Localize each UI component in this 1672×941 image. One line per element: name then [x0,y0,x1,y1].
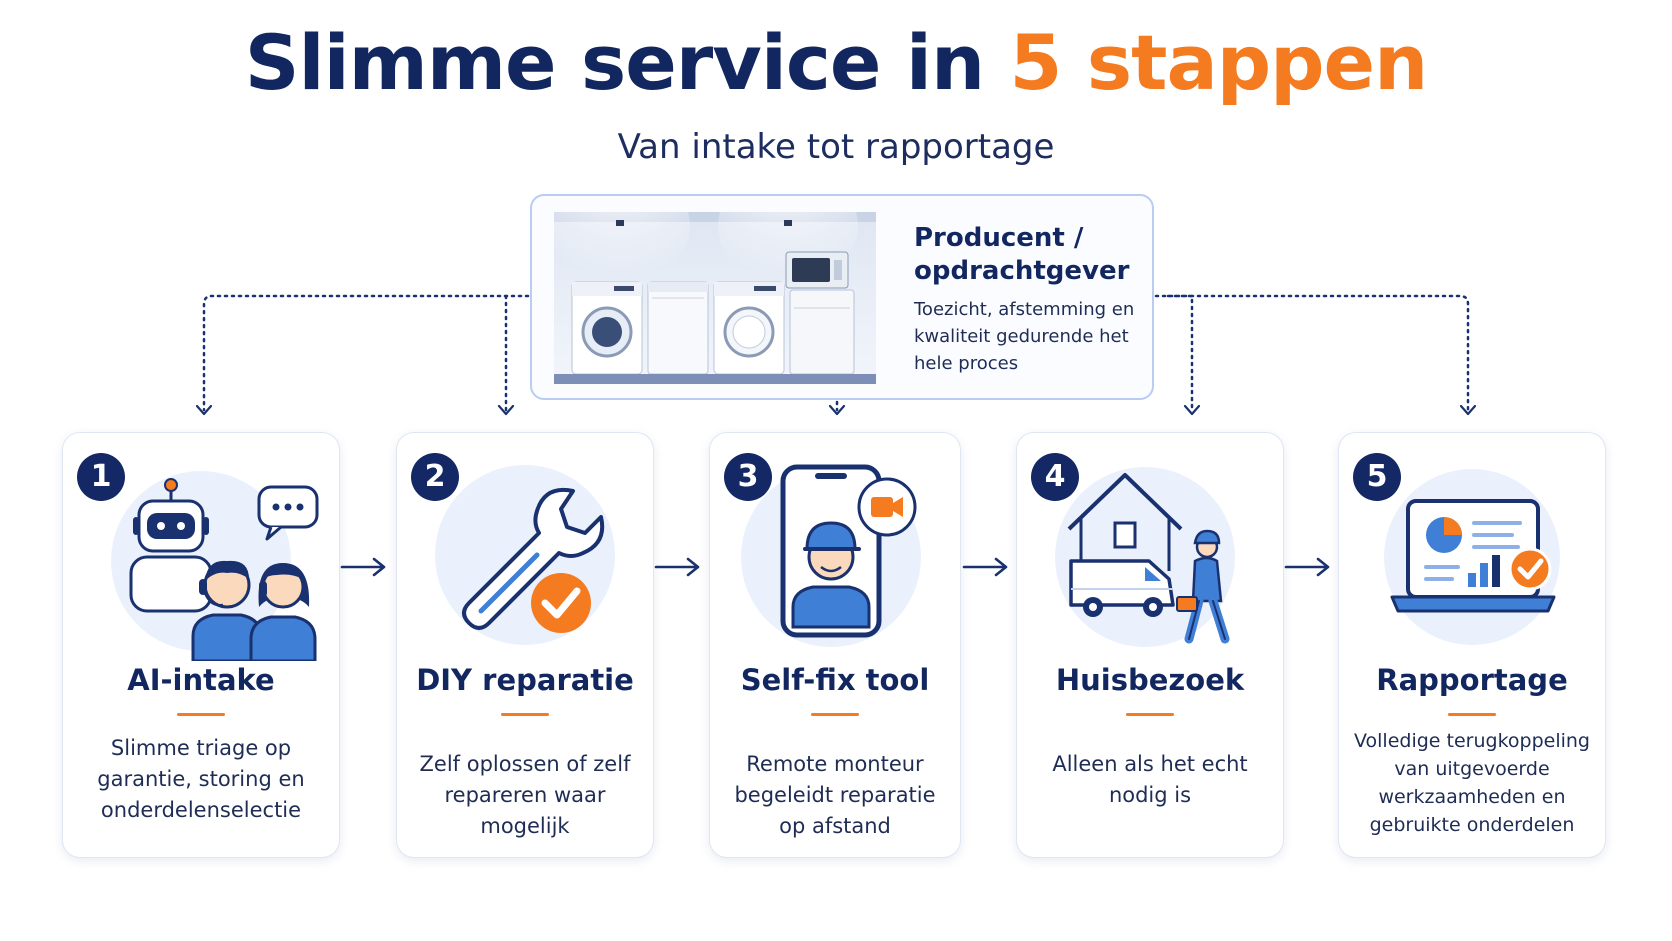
connector-step-4 [1166,294,1194,412]
arrowhead-step-5 [1459,404,1477,416]
step-title: Self-fix tool [740,663,930,697]
flow-arrow-icon [962,557,1008,577]
page-title: Slimme service in 5 stappen [0,18,1672,107]
step-title: DIY reparatie [416,663,634,697]
wrench-check-illustration [435,465,615,645]
flow-arrow-icon [1284,557,1330,577]
step-title: Rapportage [1376,663,1568,697]
producer-description: Toezicht, afstemming en kwaliteit gedure… [914,299,1135,374]
title-underline [177,713,225,716]
title-underline [811,713,859,716]
arrowhead-step-2 [497,404,515,416]
step-description: Slimme triage op garantie, storing en on… [97,736,305,822]
arrowhead-step-3 [828,404,846,416]
step-card-1: 1 AI-intake Slimme triage op garantie, s… [62,432,340,858]
producer-box: Producent / opdrachtgever Toezicht, afst… [530,194,1154,400]
title-underline [501,713,549,716]
step-number-badge: 1 [77,453,125,501]
connector-step-5 [1154,294,1470,412]
step-description: Volledige terugkoppeling van uitgevoerde… [1354,730,1590,836]
appliance-showroom-illustration [554,212,876,384]
step-card-2: 2 DIY reparatie Zelf oplossen of zelf re… [396,432,654,858]
producer-title: Producent / opdrachtgever [914,223,1130,286]
step-number-badge: 2 [411,453,459,501]
flow-arrow-icon [654,557,700,577]
step-card-5: 5 Rapportage Volledige terugkoppeling va… [1338,432,1606,858]
step-description: Zelf oplossen of zelf repareren waar mog… [419,752,631,838]
step-description: Alleen als het echt nodig is [1052,752,1248,807]
step-number-badge: 3 [724,453,772,501]
arrowhead-step-4 [1183,404,1201,416]
title-underline [1126,713,1174,716]
laptop-report-check-illustration [1384,469,1560,645]
title-underline [1448,713,1496,716]
house-van-technician-illustration [1055,467,1235,647]
step-description: Remote monteur begeleidt reparatie op af… [734,752,936,838]
page-subtitle: Van intake tot rapportage [617,127,1055,167]
connector-step-1 [202,294,530,412]
phone-video-technician-illustration [741,464,921,647]
step-number-badge: 4 [1031,453,1079,501]
flow-arrow-icon [340,557,386,577]
arrowhead-step-1 [195,404,213,416]
step-card-4: 4 Huisbezoek Alleen als het echt nodig i… [1016,432,1284,858]
title-accent: 5 stappen [1009,18,1429,107]
step-title: AI-intake [127,663,275,697]
step-title: Huisbezoek [1055,663,1245,697]
title-main: Slimme service in [244,18,1010,107]
step-card-3: 3 Self-fix tool Remote monteur begeleidt… [709,432,961,858]
ai-robot-and-agents-illustration [111,471,319,661]
step-number-badge: 5 [1353,453,1401,501]
